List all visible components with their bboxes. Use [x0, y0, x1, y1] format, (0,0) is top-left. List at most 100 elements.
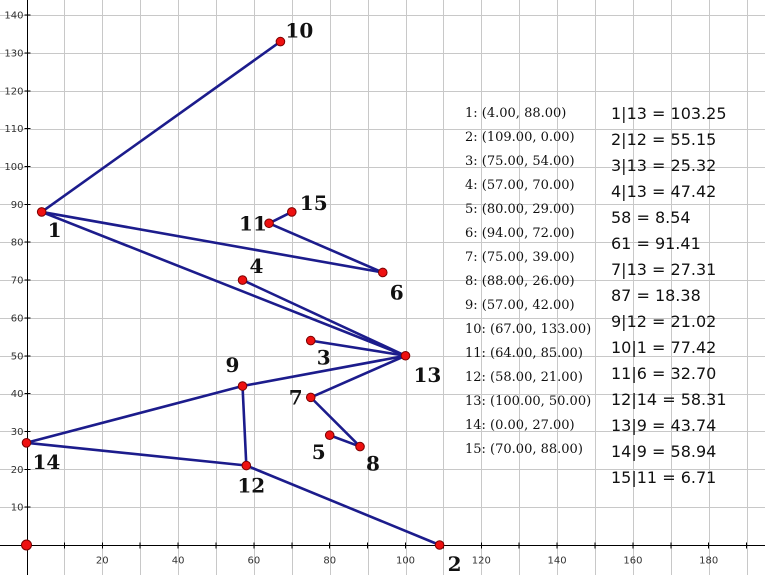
node-label-3: 3	[317, 346, 331, 370]
coordinate-item: 1: (4.00, 88.00)	[465, 106, 566, 121]
node-7	[305, 392, 316, 403]
coordinate-item: 7: (75.00, 39.00)	[465, 250, 575, 265]
x-tick-label: 120	[472, 556, 491, 567]
node-3	[305, 335, 316, 346]
y-tick-label: 50	[11, 351, 24, 362]
coordinate-item: 13: (100.00, 50.00)	[465, 394, 591, 409]
node-label-2: 2	[448, 552, 462, 575]
x-tick-label: 80	[323, 556, 336, 567]
distance-item: 10|1 = 77.42	[611, 338, 716, 357]
edge-9-12	[241, 384, 248, 467]
edges	[25, 40, 441, 547]
coordinate-item: 3: (75.00, 54.00)	[465, 154, 575, 169]
node-8	[355, 441, 365, 452]
node-label-15: 15	[300, 191, 328, 215]
distance-item: 1|13 = 103.25	[611, 104, 727, 123]
coordinate-item: 8: (88.00, 26.00)	[465, 274, 575, 289]
node-label-14: 14	[33, 450, 61, 474]
node-label-11: 11	[239, 211, 267, 235]
node-12	[241, 460, 252, 471]
edge-9-14	[25, 384, 244, 445]
edge-4-13	[241, 278, 407, 358]
y-tick-label: 90	[11, 200, 24, 211]
y-tick-label: 130	[4, 48, 23, 59]
node-label-10: 10	[285, 19, 313, 43]
node-1	[36, 207, 47, 217]
edge-3-13	[309, 339, 407, 358]
edge-5-8	[328, 433, 362, 448]
coordinate-item: 9: (57.00, 42.00)	[465, 298, 575, 313]
distance-item: 3|13 = 25.32	[611, 156, 716, 175]
node-10	[275, 36, 286, 47]
edge-1-10	[40, 40, 282, 214]
node-11	[264, 218, 274, 229]
x-tick-label: 20	[96, 556, 109, 567]
node-15	[287, 207, 297, 217]
edge-1-6	[40, 210, 385, 274]
y-tick-label: 100	[4, 162, 23, 173]
distance-item: 58 = 8.54	[611, 208, 691, 227]
x-tick-label: 160	[623, 556, 642, 567]
node-2	[434, 540, 445, 550]
node-14	[21, 438, 32, 448]
distance-item: 87 = 18.38	[611, 286, 701, 305]
y-tick-label: 80	[11, 238, 24, 249]
node-label-8: 8	[366, 452, 380, 476]
edge-14-12	[25, 441, 248, 467]
node-5	[324, 430, 335, 441]
y-tick-label: 140	[4, 11, 23, 22]
node-label-1: 1	[48, 218, 62, 242]
distance-item: 14|9 = 58.94	[611, 442, 716, 461]
edge-12-2	[245, 464, 441, 547]
edge-1-13	[40, 210, 407, 358]
coordinate-item: 6: (94.00, 72.00)	[465, 226, 575, 241]
distance-item: 7|13 = 27.31	[611, 260, 716, 279]
coordinate-item: 4: (57.00, 70.00)	[465, 178, 575, 193]
x-tick-label: 140	[548, 556, 567, 567]
node-13	[400, 350, 411, 361]
edge-9-13	[241, 354, 407, 388]
coordinate-item: 14: (0.00, 27.00)	[465, 418, 575, 433]
distance-list: 1|13 = 103.252|12 = 55.153|13 = 25.324|1…	[611, 104, 727, 487]
node-label-13: 13	[414, 363, 442, 387]
x-tick-label: 60	[248, 556, 261, 567]
y-tick-label: 40	[11, 389, 24, 400]
coordinate-item: 12: (58.00, 21.00)	[465, 370, 583, 385]
distance-item: 12|14 = 58.31	[611, 390, 727, 409]
edge-11-6	[267, 221, 385, 274]
y-tick-label: 30	[11, 427, 24, 438]
edge-7-13	[309, 354, 407, 399]
coordinate-item: 15: (70.00, 88.00)	[465, 442, 583, 457]
node-label-12: 12	[237, 474, 265, 498]
node-label-6: 6	[390, 280, 404, 304]
distance-item: 2|12 = 55.15	[611, 130, 716, 149]
node-label-9: 9	[226, 353, 240, 377]
node-label-5: 5	[312, 440, 326, 464]
coordinate-item: 11: (64.00, 85.00)	[465, 346, 583, 361]
y-tick-label: 110	[4, 124, 23, 135]
node-label-4: 4	[250, 254, 264, 278]
distance-item: 61 = 91.41	[611, 234, 701, 253]
edge-7-8	[309, 396, 362, 448]
node-4	[237, 275, 248, 285]
x-tick-label: 180	[699, 556, 718, 567]
nodes	[21, 36, 445, 551]
distance-item: 13|9 = 43.74	[611, 416, 716, 435]
coordinate-list: 1: (4.00, 88.00) 2: (109.00, 0.00) 3: (75.…	[465, 106, 591, 457]
y-tick-label: 70	[11, 276, 24, 287]
node-9	[237, 381, 248, 391]
y-tick-label: 120	[4, 86, 23, 97]
distance-item: 11|6 = 32.70	[611, 364, 716, 383]
distance-item: 9|12 = 21.02	[611, 312, 716, 331]
coordinate-item: 2: (109.00, 0.00)	[465, 130, 575, 145]
y-tick-label: 10	[11, 503, 24, 514]
distance-item: 15|11 = 6.71	[611, 468, 716, 487]
origin-marker	[21, 539, 32, 551]
x-tick-label: 100	[396, 556, 415, 567]
node-6	[377, 267, 388, 278]
coordinate-item: 5: (80.00, 29.00)	[465, 202, 575, 217]
x-tick-label: 40	[172, 556, 185, 567]
